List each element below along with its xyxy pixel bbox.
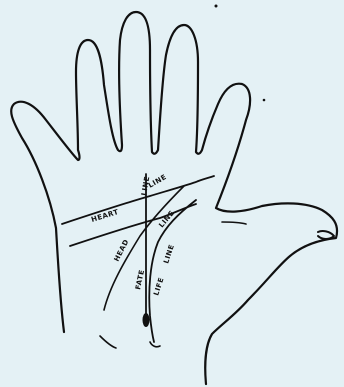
wrist-mark-left [100, 336, 116, 348]
hand-outline [11, 12, 337, 384]
heart-line [62, 176, 214, 224]
thumb-tip-mark [318, 231, 334, 239]
thumb-crease [222, 222, 246, 224]
head-line-label-word1: HEAD [113, 238, 131, 263]
wrist-mark-center [150, 342, 160, 347]
stray-dot-top [215, 5, 218, 8]
head-line-label-word2: LINE [147, 173, 168, 190]
fate-line-mark [143, 313, 150, 327]
life-line [149, 200, 196, 342]
head-line [70, 204, 196, 246]
stray-dot-right [263, 99, 266, 102]
fate-line-label-word1: FATE [134, 269, 146, 291]
life-line-label-word2: LINE [162, 243, 176, 264]
life-line-label-word1: LIFE [152, 276, 165, 296]
